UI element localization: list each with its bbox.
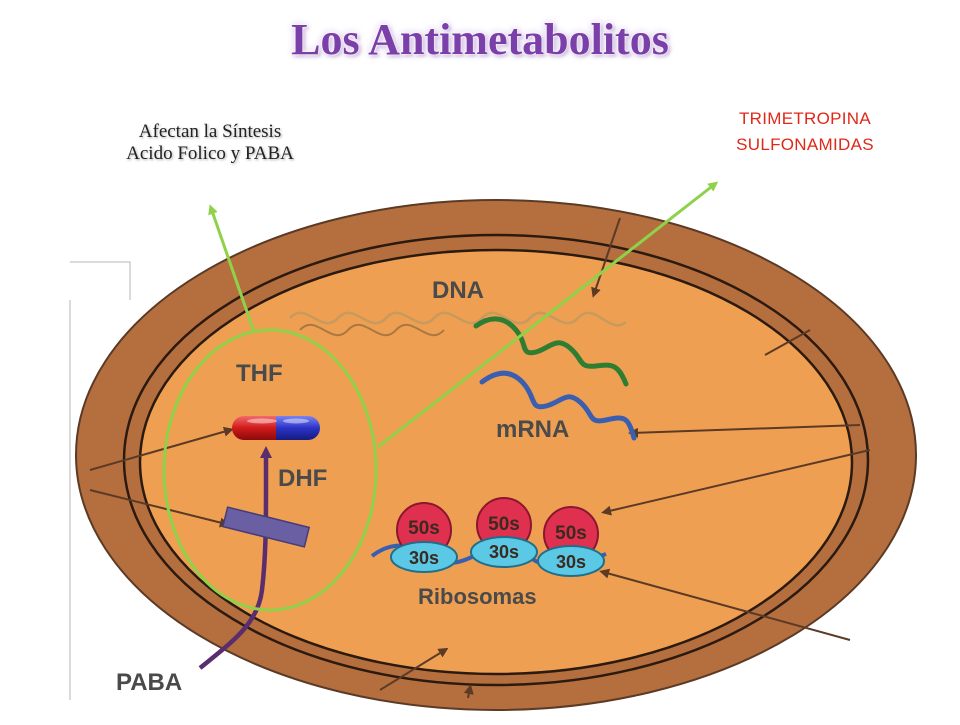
pointer-arrow-left <box>208 204 256 333</box>
ribosome-group: 50s 30s 50s 30s 50s 30s <box>370 497 607 577</box>
page-title: Los Antimetabolitos <box>291 15 669 64</box>
cytoplasm <box>138 248 854 676</box>
paba-label: PABA <box>116 669 182 696</box>
ribosome-1-large-label: 50s <box>408 518 440 539</box>
dna-strand <box>473 316 629 387</box>
ribosome-3-small-label: 30s <box>556 552 586 572</box>
drug-names: TRIMETROPINA SULFONAMIDAS <box>680 106 930 158</box>
drug-name-sulfonamidas: SULFONAMIDAS <box>736 135 874 154</box>
thf-label: THF <box>236 360 283 387</box>
effect-note-line-2: Acido Folico y PABA <box>126 143 294 164</box>
structure-pointers <box>89 217 871 699</box>
effect-note-line-1: Afectan la Síntesis <box>138 121 282 142</box>
effect-note: Afectan la Síntesis Acido Folico y PABA <box>40 121 380 165</box>
dhf-label: DHF <box>278 465 327 492</box>
ribosome-1-small-label: 30s <box>409 548 439 568</box>
ribosome-2-small-label: 30s <box>489 542 519 562</box>
paba-pathway-arrow <box>198 446 272 670</box>
ribosome-1: 50s 30s <box>390 502 458 573</box>
enzyme-block <box>221 506 311 548</box>
ribosome-2-large-label: 50s <box>488 514 520 535</box>
capsule-icon <box>232 416 320 440</box>
mrna-strand <box>479 370 637 441</box>
ribosome-2: 50s 30s <box>470 497 538 568</box>
pointer-arrow-right <box>377 181 719 449</box>
ribosomes-label: Ribosomas <box>418 584 537 609</box>
dna-strand-pale-2 <box>299 323 445 337</box>
dna-strand-pale-1 <box>289 311 627 327</box>
dna-label: DNA <box>432 277 484 304</box>
mrna-label: mRNA <box>496 416 569 443</box>
background-outlines <box>69 261 131 700</box>
folate-pathway-highlight <box>162 328 378 612</box>
ribosome-3: 50s 30s <box>537 506 605 577</box>
ribosome-3-large-label: 50s <box>555 523 587 544</box>
drug-name-trimetropina: TRIMETROPINA <box>738 109 872 128</box>
